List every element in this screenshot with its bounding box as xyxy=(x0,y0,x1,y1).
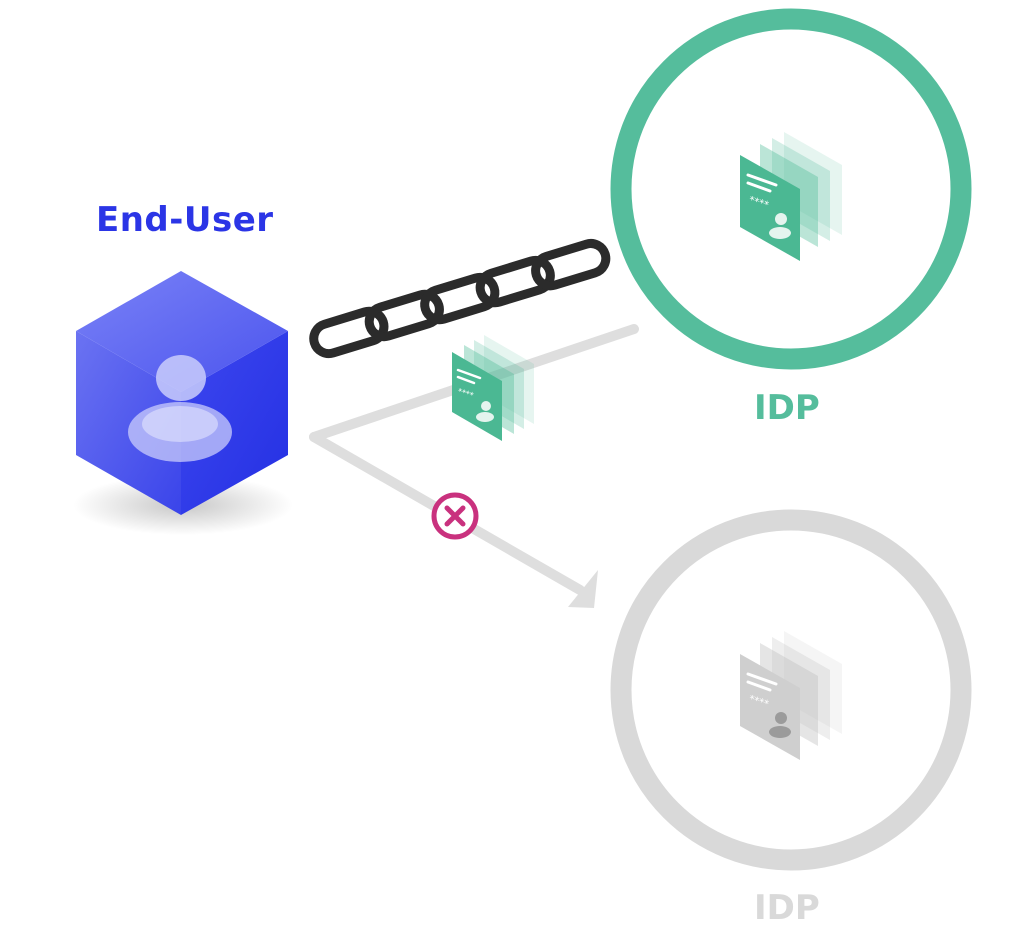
idp-trusted-ring xyxy=(610,8,972,370)
idp-other-ring xyxy=(610,509,972,871)
user-head xyxy=(156,355,206,401)
credential-stack-icon: **** xyxy=(740,132,842,261)
cube-top-face xyxy=(76,271,288,392)
user-body-highlight xyxy=(142,406,218,442)
credential-stack-icon: **** xyxy=(740,631,842,760)
cube-left-face xyxy=(76,331,181,515)
cube-right-face xyxy=(181,331,288,515)
idp-trusted-label: IDP xyxy=(754,388,820,428)
idp-trusted-node: **** xyxy=(610,8,972,370)
user-cube-icon xyxy=(73,271,293,535)
end-user-label: End-User xyxy=(96,200,274,240)
blocked-x-icon xyxy=(431,492,479,540)
chain-icon xyxy=(309,238,611,359)
idp-other-node: **** xyxy=(610,509,972,871)
idp-other-label: IDP xyxy=(754,888,820,928)
arrow-head-icon xyxy=(568,570,598,608)
credential-card-icon: **** xyxy=(452,335,534,441)
